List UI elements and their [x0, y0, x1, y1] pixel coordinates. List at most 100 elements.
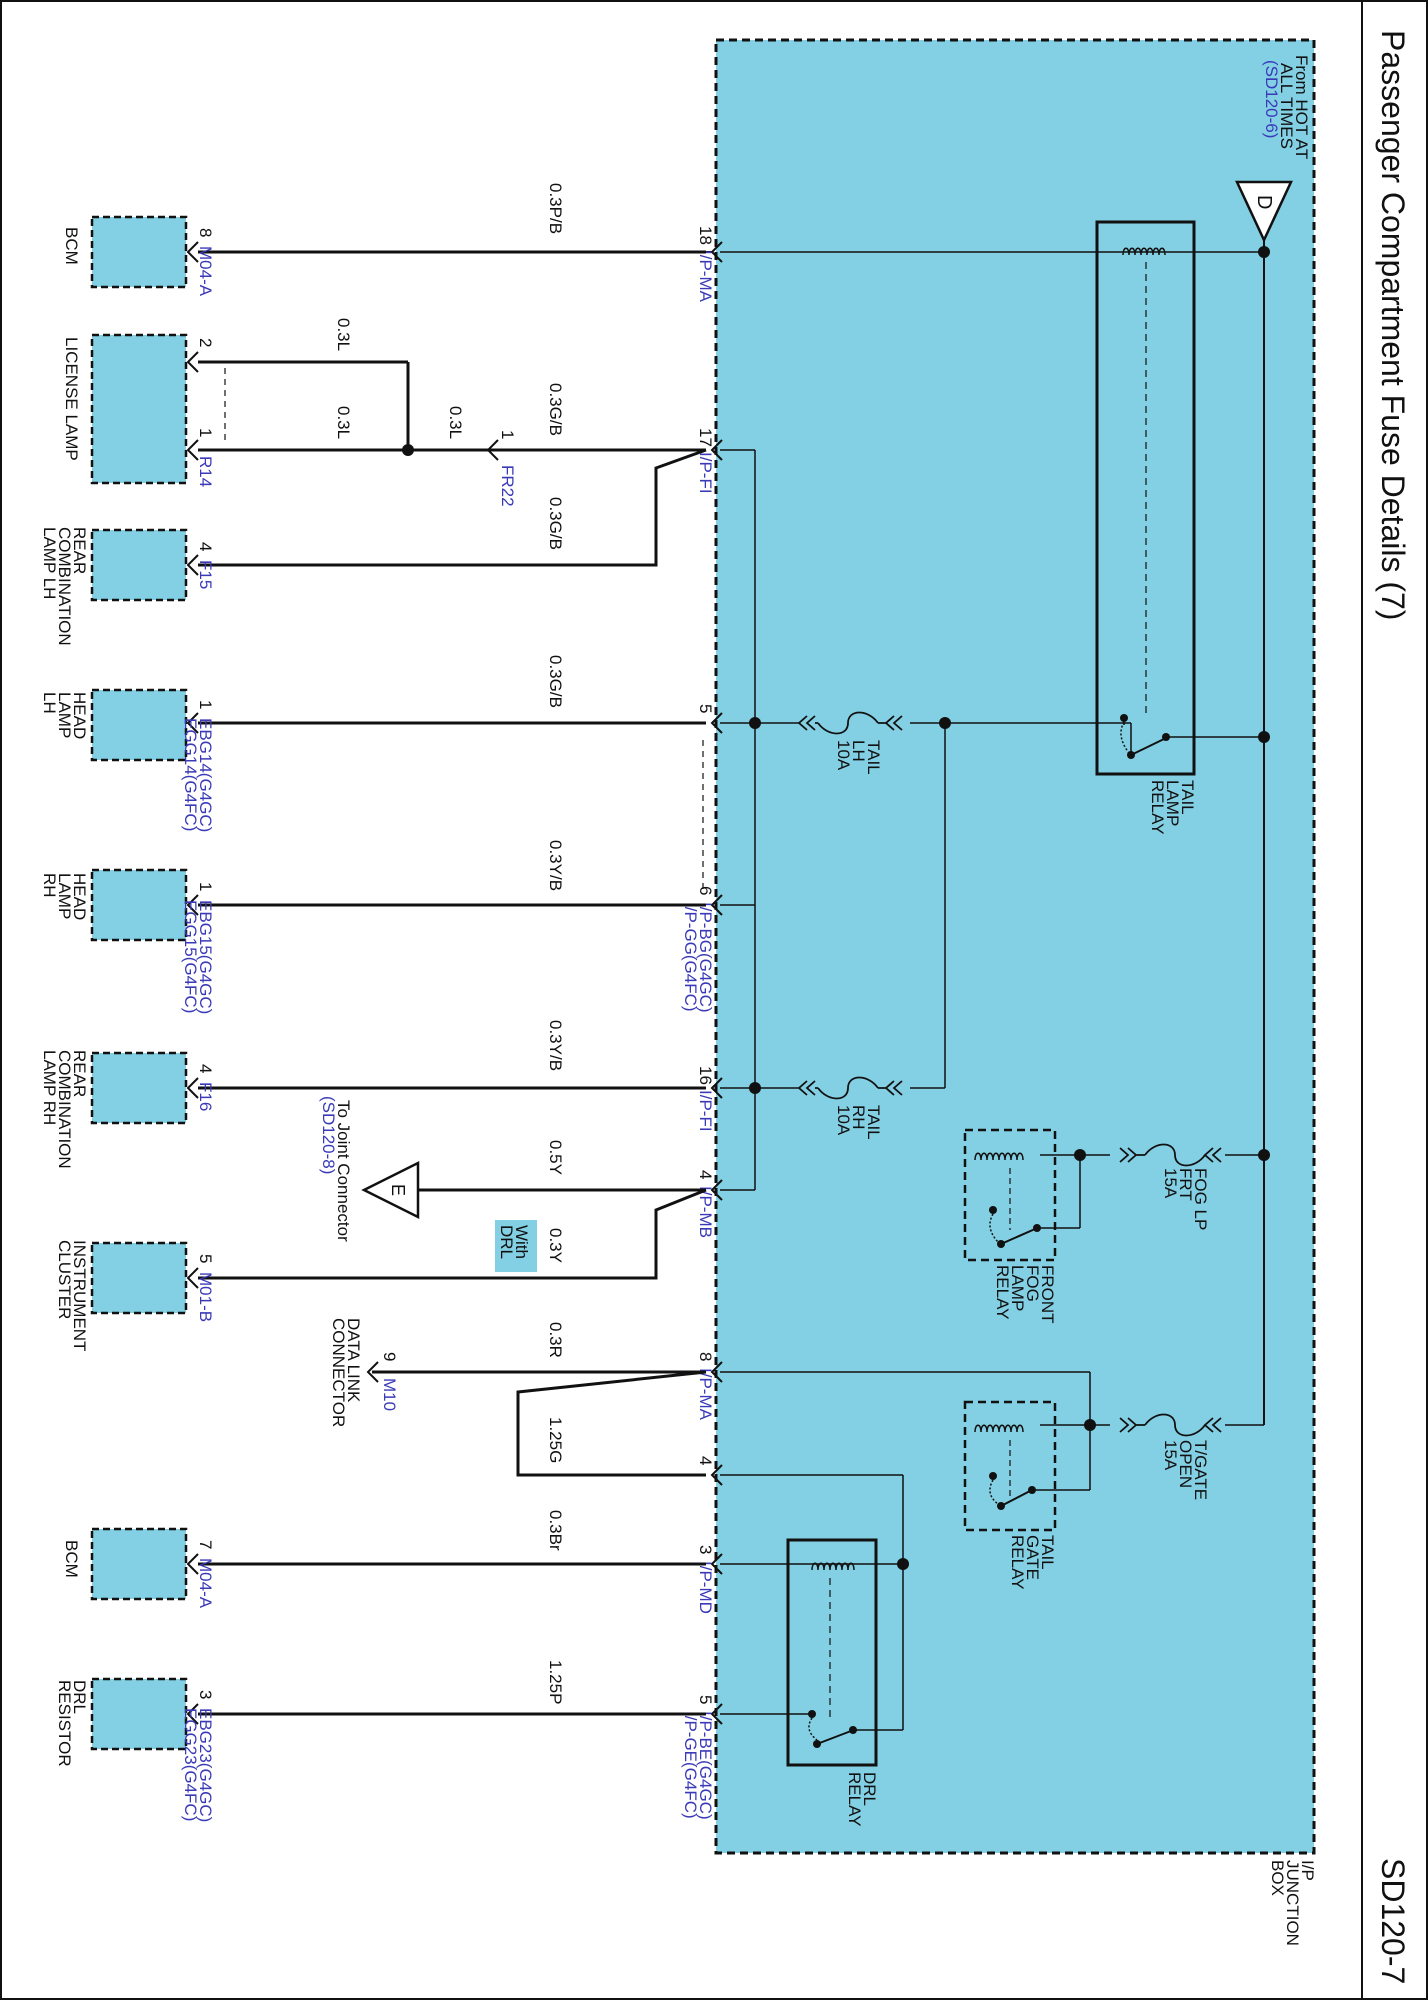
svg-text:RELAY: RELAY [1008, 1535, 1027, 1590]
fuse-symbol [797, 1076, 903, 1100]
svg-text:F15: F15 [196, 560, 215, 589]
svg-text:FOG: FOG [1023, 1265, 1042, 1302]
relay-switch [1000, 1490, 1031, 1507]
svg-text:EGG14(G4FC): EGG14(G4FC) [181, 718, 200, 831]
svg-text:5: 5 [696, 1695, 715, 1704]
jb-pin-label: 5 [696, 704, 715, 713]
svg-text:FOG LP: FOG LP [1191, 1168, 1210, 1230]
relay-label: DRL RELAY [845, 1772, 879, 1827]
fuse-gap [1110, 1418, 1225, 1432]
svg-text:8: 8 [196, 228, 215, 237]
component-boxes [90, 215, 188, 1751]
svg-text:ALL TIMES: ALL TIMES [1277, 63, 1296, 149]
svg-text:I/P-MA: I/P-MA [696, 250, 715, 303]
svg-text:F16: F16 [196, 1082, 215, 1111]
inline-connector-pin: 1 [498, 430, 517, 439]
svg-text:LICENSE LAMP: LICENSE LAMP [62, 337, 81, 461]
splice-node [402, 444, 414, 456]
svg-text:DRL: DRL [497, 1225, 516, 1259]
svg-text:4: 4 [196, 542, 215, 551]
svg-text:RH: RH [849, 1105, 868, 1130]
jb-pin-label: 17 I/P-FI [696, 428, 715, 494]
svg-text:DRL: DRL [70, 1680, 89, 1714]
svg-text:With: With [512, 1225, 531, 1259]
svg-text:BCM: BCM [62, 1540, 81, 1578]
page-code: SD120-7 [1375, 1858, 1411, 1984]
svg-text:M04-A: M04-A [196, 246, 215, 297]
svg-text:17: 17 [696, 428, 715, 447]
jb-pin-label: 16 I/P-FI [696, 1066, 715, 1132]
svg-text:7: 7 [196, 1540, 215, 1549]
relay-label: FRONT FOG LAMP RELAY [993, 1265, 1057, 1324]
svg-text:M04-A: M04-A [196, 1558, 215, 1609]
wire-label: 0.3P/B [546, 183, 565, 234]
svg-text:DRL: DRL [860, 1772, 879, 1806]
harness-wires [198, 250, 707, 1716]
svg-text:(SD120-6): (SD120-6) [1262, 60, 1281, 138]
svg-text:5: 5 [696, 704, 715, 713]
svg-text:LH: LH [849, 740, 868, 762]
svg-text:4: 4 [196, 1064, 215, 1073]
fuse-label: TAIL RH 10A [834, 1105, 883, 1140]
wire-label: 0.3Y/B [546, 840, 565, 891]
svg-text:EBG14(G4GC): EBG14(G4GC) [196, 718, 215, 832]
svg-text:REAR: REAR [70, 1050, 89, 1097]
svg-text:I/P-FI: I/P-FI [696, 452, 715, 494]
page-title: Passenger Compartment Fuse Details (7) [1375, 30, 1411, 620]
relay-contact [989, 1206, 997, 1214]
component-name: BCM [62, 1540, 81, 1578]
svg-text:TAIL: TAIL [1178, 780, 1197, 815]
junction-box-label: I/P JUNCTION BOX [1268, 1860, 1317, 1946]
svg-text:LAMP: LAMP [55, 873, 74, 919]
svg-text:TAIL: TAIL [864, 1105, 883, 1140]
svg-text:I/P-BG(G4GC): I/P-BG(G4GC) [696, 902, 715, 1013]
svg-text:EBG23(G4GC): EBG23(G4GC) [196, 1708, 215, 1822]
svg-text:TAIL: TAIL [864, 740, 883, 775]
svg-text:RELAY: RELAY [993, 1265, 1012, 1320]
svg-text:3: 3 [196, 1690, 215, 1699]
relay-contact [1028, 1486, 1036, 1494]
svg-text:15A: 15A [1161, 1168, 1180, 1199]
svg-text:EGG15(G4FC): EGG15(G4FC) [181, 900, 200, 1013]
component-name: DRL RESISTOR [55, 1680, 89, 1767]
svg-text:I/P-BE(G4GC): I/P-BE(G4GC) [696, 1711, 715, 1820]
svg-text:BOX: BOX [1268, 1860, 1287, 1896]
svg-text:OPEN: OPEN [1176, 1440, 1195, 1488]
svg-text:I/P-MB: I/P-MB [696, 1186, 715, 1238]
fuse-gap [1110, 1148, 1225, 1162]
svg-text:REAR: REAR [70, 527, 89, 574]
svg-text:I/P-FI: I/P-FI [696, 1090, 715, 1132]
svg-text:I/P-GE(G4FC): I/P-GE(G4FC) [681, 1711, 700, 1819]
svg-text:BCM: BCM [62, 227, 81, 265]
svg-text:COMBINATION: COMBINATION [55, 527, 74, 646]
data-link-pin: 9 [380, 1352, 399, 1361]
relay-switch [816, 1730, 852, 1745]
component-pin: 7 M04-A [196, 1540, 215, 1609]
relay-box [963, 1400, 1057, 1532]
svg-text:LH: LH [40, 692, 59, 714]
jb-pin-label: 3 I/P-MD [696, 1545, 715, 1614]
svg-text:5: 5 [196, 1254, 215, 1263]
wire-label: 0.3G/B [546, 655, 565, 708]
svg-text:COMBINATION: COMBINATION [55, 1050, 74, 1169]
svg-text:2: 2 [196, 338, 215, 347]
wire-label: 0.3Br [546, 1510, 565, 1551]
inline-connector-ref: FR22 [498, 465, 517, 507]
svg-text:From HOT AT: From HOT AT [1292, 55, 1311, 159]
svg-text:DATA LINK: DATA LINK [344, 1318, 363, 1403]
svg-text:CLUSTER: CLUSTER [55, 1240, 74, 1319]
wire-label: 1.25G [546, 1417, 565, 1463]
svg-text:3: 3 [696, 1545, 715, 1554]
svg-text:FRT: FRT [1176, 1168, 1195, 1201]
svg-text:LAMP LH: LAMP LH [40, 527, 59, 599]
wire-label: 0.3G/B [546, 497, 565, 550]
relay-box [1095, 220, 1196, 776]
option-badge [495, 1220, 537, 1272]
svg-text:I/P-MA: I/P-MA [696, 1368, 715, 1421]
jb-pin-label: 18 I/P-MA [696, 226, 715, 303]
relay-contact [989, 1472, 997, 1480]
svg-text:EGG23(G4FC): EGG23(G4FC) [181, 1708, 200, 1821]
svg-text:JUNCTION: JUNCTION [1283, 1860, 1302, 1946]
relay-label: TAIL LAMP RELAY [1148, 780, 1197, 835]
